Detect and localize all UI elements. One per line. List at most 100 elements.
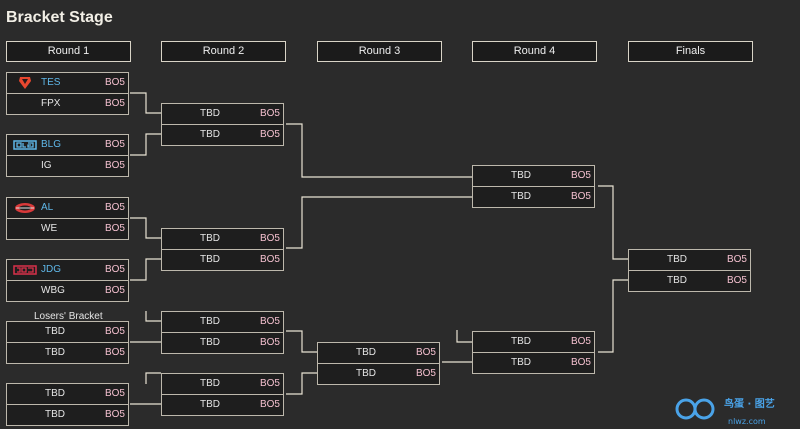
team-name-tbd: TBD — [200, 233, 220, 244]
round-1-match-4: JDG BO5 WBG BO5 — [6, 259, 129, 302]
series-format: BO5 — [257, 333, 283, 353]
team-slot[interactable]: BLG BO5 — [6, 134, 129, 156]
series-format: BO5 — [102, 281, 128, 301]
team-name-tbd: TBD — [356, 368, 376, 379]
series-format: BO5 — [257, 125, 283, 145]
series-format: BO5 — [102, 73, 128, 93]
series-format: BO5 — [568, 353, 594, 373]
team-name-tes: TES — [41, 77, 61, 88]
series-format: BO5 — [102, 322, 128, 342]
team-slot[interactable]: WE BO5 — [6, 219, 129, 240]
series-format: BO5 — [257, 229, 283, 249]
team-slot[interactable]: TES BO5 — [6, 72, 129, 94]
round-3-match-1: TBD BO5 TBD BO5 — [317, 342, 440, 385]
round-2-match-1: TBD BO5 TBD BO5 — [161, 103, 284, 146]
team-slot[interactable]: TBD BO5 — [161, 311, 284, 333]
finals-match: TBD BO5 TBD BO5 — [628, 249, 751, 292]
finals-header[interactable]: Finals — [628, 41, 753, 62]
round-1-header[interactable]: Round 1 — [6, 41, 131, 62]
team-name-tbd: TBD — [200, 316, 220, 327]
series-format: BO5 — [102, 135, 128, 155]
team-slot[interactable]: TBD BO5 — [317, 364, 440, 385]
series-format: BO5 — [724, 271, 750, 291]
team-name-tbd: TBD — [511, 191, 531, 202]
team-name-tbd: TBD — [45, 347, 65, 358]
series-format: BO5 — [257, 312, 283, 332]
round-1-match-3: AL BO5 WE BO5 — [6, 197, 129, 240]
series-format: BO5 — [102, 260, 128, 280]
team-slot[interactable]: TBD BO5 — [472, 331, 595, 353]
round-4-header[interactable]: Round 4 — [472, 41, 597, 62]
tes-logo-icon — [19, 77, 31, 89]
team-name-jdg: JDG — [41, 264, 61, 275]
round-2-match-2: TBD BO5 TBD BO5 — [161, 228, 284, 271]
team-slot[interactable]: TBD BO5 — [472, 187, 595, 208]
series-format: BO5 — [102, 219, 128, 239]
losers-round-2-match-2: TBD BO5 TBD BO5 — [161, 373, 284, 416]
al-logo-icon — [15, 203, 35, 213]
round-2-header[interactable]: Round 2 — [161, 41, 286, 62]
team-slot[interactable]: TBD BO5 — [472, 165, 595, 187]
losers-round-2-match-1: TBD BO5 TBD BO5 — [161, 311, 284, 354]
team-name-tbd: TBD — [356, 347, 376, 358]
series-format: BO5 — [257, 250, 283, 270]
team-name-we: WE — [41, 223, 58, 234]
team-name-tbd: TBD — [200, 378, 220, 389]
team-slot[interactable]: TBD BO5 — [472, 353, 595, 374]
team-name-tbd: TBD — [511, 170, 531, 181]
team-name-tbd: TBD — [511, 336, 531, 347]
series-format: BO5 — [413, 364, 439, 384]
team-name-ig: IG — [41, 160, 52, 171]
team-slot[interactable]: TBD BO5 — [6, 343, 129, 364]
team-slot[interactable]: WBG BO5 — [6, 281, 129, 302]
team-slot[interactable]: TBD BO5 — [161, 125, 284, 146]
team-slot[interactable]: TBD BO5 — [161, 333, 284, 354]
round-1-match-1: TES BO5 FPX BO5 — [6, 72, 129, 115]
team-name-tbd: TBD — [200, 108, 220, 119]
team-name-tbd: TBD — [200, 337, 220, 348]
watermark-url: nlwz.com — [728, 417, 766, 426]
series-format: BO5 — [257, 104, 283, 124]
losers-round-1-match-1: TBD BO5 TBD BO5 — [6, 321, 129, 364]
team-name-tbd: TBD — [667, 254, 687, 265]
page-title: Bracket Stage — [6, 9, 113, 26]
losers-bracket-label: Losers' Bracket — [34, 311, 103, 322]
team-name-tbd: TBD — [667, 275, 687, 286]
blg-logo-icon — [13, 140, 37, 150]
series-format: BO5 — [724, 250, 750, 270]
watermark-logo: 鸟蛋 · 图艺 nlwz.com — [675, 397, 775, 426]
team-slot[interactable]: JDG BO5 — [6, 259, 129, 281]
team-name-tbd: TBD — [200, 399, 220, 410]
team-slot[interactable]: TBD BO5 — [161, 228, 284, 250]
team-slot[interactable]: TBD BO5 — [161, 373, 284, 395]
team-slot[interactable]: TBD BO5 — [317, 342, 440, 364]
team-slot[interactable]: TBD BO5 — [161, 395, 284, 416]
jdg-logo-icon — [13, 265, 37, 275]
team-name-tbd: TBD — [45, 409, 65, 420]
series-format: BO5 — [568, 166, 594, 186]
team-slot[interactable]: TBD BO5 — [161, 250, 284, 271]
round-3-header[interactable]: Round 3 — [317, 41, 442, 62]
series-format: BO5 — [257, 395, 283, 415]
team-name-al: AL — [41, 202, 54, 213]
team-name-tbd: TBD — [200, 254, 220, 265]
team-slot[interactable]: TBD BO5 — [628, 271, 751, 292]
team-slot[interactable]: TBD BO5 — [6, 405, 129, 426]
team-slot[interactable]: TBD BO5 — [628, 249, 751, 271]
team-name-tbd: TBD — [45, 388, 65, 399]
team-name-fpx: FPX — [41, 98, 61, 109]
series-format: BO5 — [568, 332, 594, 352]
team-slot[interactable]: TBD BO5 — [6, 383, 129, 405]
team-name-wbg: WBG — [41, 285, 65, 296]
team-slot[interactable]: FPX BO5 — [6, 94, 129, 115]
team-slot[interactable]: TBD BO5 — [6, 321, 129, 343]
team-slot[interactable]: IG BO5 — [6, 156, 129, 177]
team-name-tbd: TBD — [45, 326, 65, 337]
team-slot[interactable]: TBD BO5 — [161, 103, 284, 125]
team-name-tbd: TBD — [511, 357, 531, 368]
round-4-match-2: TBD BO5 TBD BO5 — [472, 331, 595, 374]
team-slot[interactable]: AL BO5 — [6, 197, 129, 219]
series-format: BO5 — [102, 156, 128, 176]
series-format: BO5 — [102, 94, 128, 114]
